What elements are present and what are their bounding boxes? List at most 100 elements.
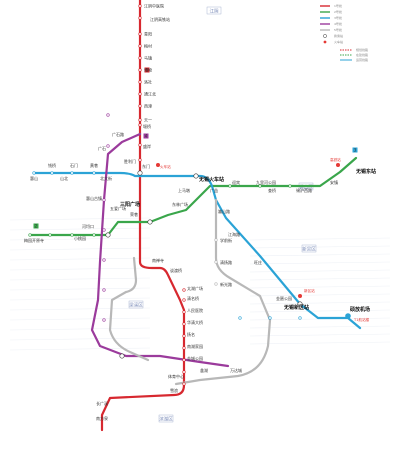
transfer-station-wuxi-railway[interactable] <box>193 173 199 179</box>
station-dot[interactable] <box>138 32 142 36</box>
station-dot[interactable] <box>50 171 54 175</box>
district-label: 滨湖区 <box>159 416 173 423</box>
station-label: 清扬路 <box>220 259 232 265</box>
line-badge-number: 4 <box>145 133 148 138</box>
station-label: 雪浪 <box>170 387 178 393</box>
station-dot[interactable] <box>92 233 96 237</box>
station-dot[interactable] <box>182 298 186 302</box>
station-label: 堰桥 <box>143 123 151 129</box>
station-dot[interactable] <box>298 316 302 320</box>
station-dot[interactable] <box>138 92 142 96</box>
station-label: 扬名 <box>187 331 195 337</box>
station-label: 长广溪 <box>96 400 108 406</box>
legend-note-label: 规划线路 <box>356 47 368 52</box>
station-dot[interactable] <box>182 358 186 362</box>
station-label: 盛岸 <box>143 143 151 149</box>
transfer-station-xinqu[interactable] <box>297 301 303 307</box>
station-dot[interactable] <box>214 282 218 286</box>
station-label: 荣巷 <box>130 211 138 217</box>
station-dot[interactable] <box>70 171 74 175</box>
station-dot[interactable] <box>106 144 110 148</box>
bg-stroke <box>9 297 151 301</box>
station-label: 洛社 <box>144 78 152 84</box>
station-dot[interactable] <box>182 322 186 326</box>
transfer-station-south[interactable] <box>119 353 125 359</box>
station-label: 蠡湖 <box>200 367 208 373</box>
station-label: 新光路 <box>220 281 232 287</box>
station-label: 河埒口 <box>82 223 94 229</box>
train-icon <box>336 163 340 167</box>
station-dot[interactable] <box>138 44 142 48</box>
station-dot[interactable] <box>28 233 32 237</box>
station-dot[interactable] <box>228 184 232 188</box>
station-label: 谈渡桥 <box>170 267 182 273</box>
station-dot[interactable] <box>138 68 142 72</box>
label-rail-tag: 新区站 <box>304 288 315 293</box>
station-dot[interactable] <box>70 233 74 237</box>
station-dot[interactable] <box>268 316 272 320</box>
station-label: 五爱广场 <box>110 205 126 211</box>
bg-stroke <box>9 337 151 341</box>
station-dot[interactable] <box>182 334 186 338</box>
station-dot[interactable] <box>48 233 52 237</box>
station-dot[interactable] <box>182 346 186 350</box>
transfer-station-sanyang[interactable] <box>147 219 153 225</box>
station-label: 博物 <box>144 66 152 72</box>
station-dot[interactable] <box>182 288 186 292</box>
bg-stroke <box>9 237 151 241</box>
bg-stroke <box>9 257 151 261</box>
bg-stroke <box>9 247 151 251</box>
transfer-station-dongmen[interactable] <box>137 170 143 176</box>
station-dot[interactable] <box>258 184 262 188</box>
station-labels: 无锡火车站无锡东站无锡新区站硕放机场三阳广场东门江阴高铁站T1航站楼火车站高铁站… <box>24 2 376 421</box>
station-dot[interactable] <box>182 370 186 374</box>
station-dot[interactable] <box>138 123 142 127</box>
station-dot[interactable] <box>32 171 36 175</box>
station-dot[interactable] <box>138 143 142 147</box>
station-dot[interactable] <box>138 56 142 60</box>
label-wuxi-xinqu: 无锡新区站 <box>283 304 309 311</box>
station-dot[interactable] <box>238 316 242 320</box>
station-dot[interactable] <box>182 310 186 314</box>
station-label: 胜利门 <box>124 158 136 164</box>
station-label: 金匮公园 <box>276 295 292 301</box>
station-dot[interactable] <box>214 260 218 264</box>
station-dot[interactable] <box>138 158 142 162</box>
label-dongmen: 东门 <box>142 163 150 169</box>
station-dot[interactable] <box>92 171 96 175</box>
station-dot[interactable] <box>102 228 106 232</box>
station-label: 小桃园 <box>74 235 86 241</box>
station-label: 北大街 <box>100 175 112 181</box>
station-dot[interactable] <box>102 258 106 262</box>
bg-stroke <box>9 327 151 331</box>
bg-stroke <box>249 309 391 313</box>
station-dot[interactable] <box>102 198 106 202</box>
bg-stroke <box>9 317 151 321</box>
station-dot[interactable] <box>138 4 142 8</box>
station-label: 梅村 <box>144 42 152 48</box>
station-dot[interactable] <box>138 118 142 122</box>
station-dot[interactable] <box>138 104 142 108</box>
station-label: 钱桥 <box>48 162 56 168</box>
label-jiangyin-hsr: 江阴高铁站 <box>150 16 170 22</box>
station-label: 通江北 <box>144 90 156 96</box>
station-dot[interactable] <box>102 288 106 292</box>
station-dot[interactable] <box>288 184 292 188</box>
legend-item-label: 4号线 <box>334 21 342 26</box>
station-dot[interactable] <box>138 16 142 20</box>
station-dot[interactable] <box>106 113 110 117</box>
label-airport-terminal: T1航站楼 <box>353 317 370 322</box>
line-badge <box>143 133 149 139</box>
station-dot[interactable] <box>138 80 142 84</box>
station-dot[interactable] <box>182 382 186 386</box>
transfer-station-west[interactable] <box>105 232 111 238</box>
bg-stroke <box>249 237 391 241</box>
station-label: 旺庄 <box>254 259 262 265</box>
station-label: 华清大桥 <box>187 319 203 325</box>
station-dot[interactable] <box>102 318 106 322</box>
bg-stroke <box>249 301 391 305</box>
bg-stroke <box>9 267 151 271</box>
station-dot[interactable] <box>214 238 218 242</box>
